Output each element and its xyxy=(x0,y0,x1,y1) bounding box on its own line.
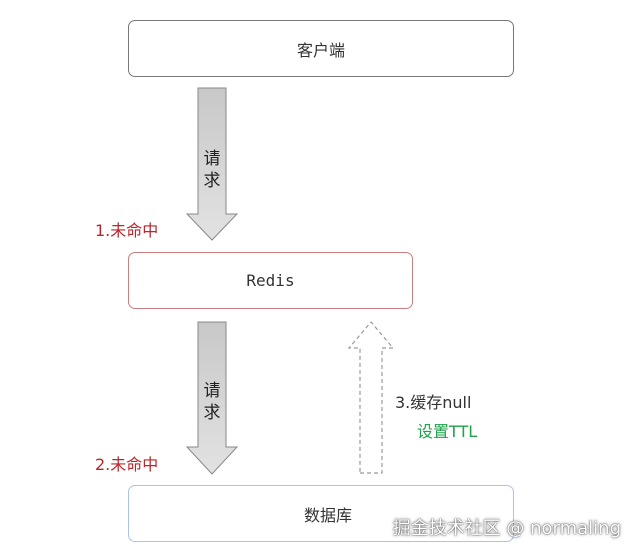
request-label-1: 请 求 xyxy=(200,148,224,192)
miss-label-2: 2.未命中 xyxy=(95,455,159,474)
request-arrow-2 xyxy=(185,321,239,475)
watermark: 掘金技术社区 @ normaling xyxy=(392,518,621,539)
set-ttl-label: 设置TTL xyxy=(417,422,478,441)
redis-node: Redis xyxy=(128,252,413,309)
client-label: 客户端 xyxy=(296,40,345,60)
miss-label-1: 1.未命中 xyxy=(95,221,159,240)
request-arrow-1 xyxy=(185,87,239,241)
request-label-2-char-1: 请 xyxy=(203,381,221,401)
cache-null-arrow xyxy=(347,321,395,474)
cache-null-label: 3.缓存null xyxy=(395,393,472,412)
redis-label: Redis xyxy=(246,271,295,290)
request-label-1-char-2: 求 xyxy=(203,171,221,191)
request-label-2: 请 求 xyxy=(200,380,224,424)
database-label: 数据库 xyxy=(303,505,352,525)
request-label-1-char-1: 请 xyxy=(203,149,221,169)
database-node: 数据库 xyxy=(128,485,514,542)
client-node: 客户端 xyxy=(128,20,514,77)
request-label-2-char-2: 求 xyxy=(203,403,221,423)
